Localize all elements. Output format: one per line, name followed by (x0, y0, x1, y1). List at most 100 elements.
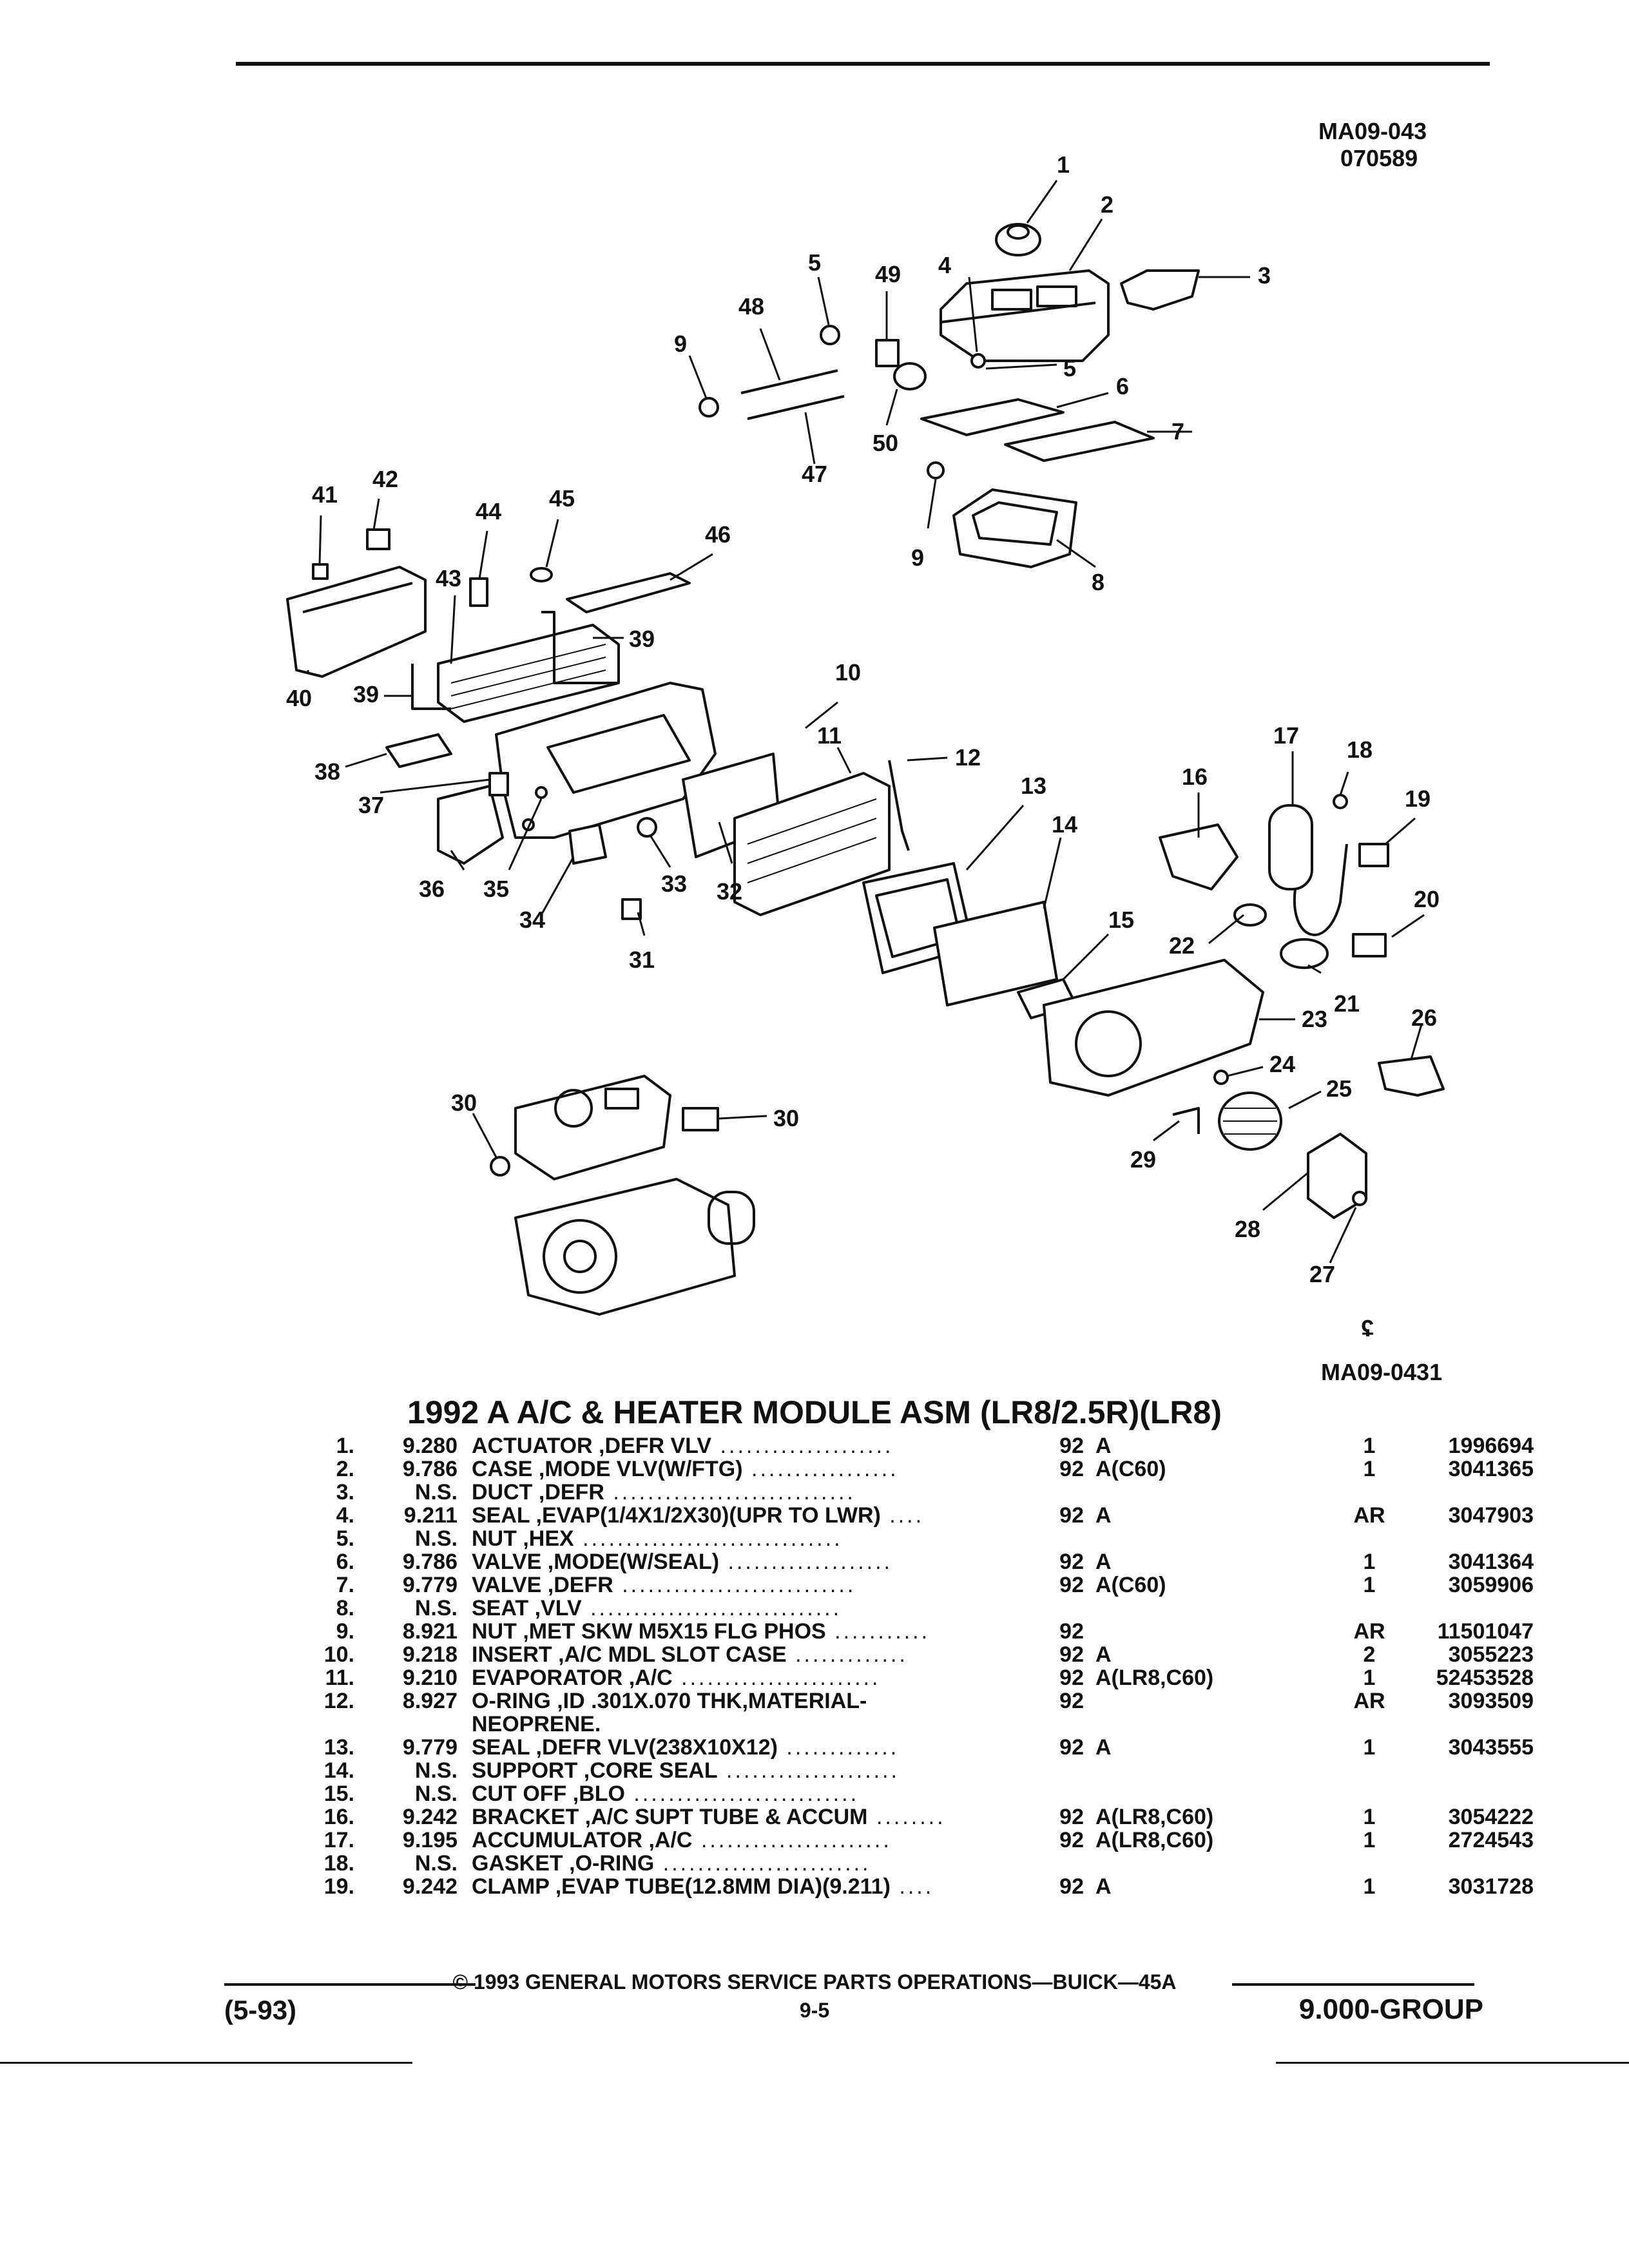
callout-27: 27 (1309, 1261, 1335, 1287)
row-description: ACTUATOR ,DEFR VLV .................... (472, 1434, 894, 1458)
parts-row: 15.N.S.CUT OFF ,BLO ....................… (245, 1782, 1534, 1805)
callout-25: 25 (1326, 1075, 1352, 1102)
row-number: 15. (323, 1782, 354, 1806)
callout-5b: 5 (1063, 355, 1076, 381)
row-description: SEAT ,VLV ............................. (472, 1596, 842, 1620)
row-model: A (1095, 1434, 1112, 1458)
parts-row: 8.N.S.SEAT ,VLV ........................… (245, 1597, 1534, 1620)
row-model: A (1095, 1642, 1112, 1667)
leader-dots: ............. (786, 1642, 908, 1667)
part-defroster-duct (1120, 269, 1200, 311)
part-heater-cover (286, 566, 427, 678)
callout-36: 36 (419, 876, 445, 902)
part-bracket (1159, 823, 1239, 890)
leader-dots: .............................. (574, 1526, 843, 1551)
row-quantity (1340, 1713, 1398, 1736)
row-model (1095, 1481, 1340, 1504)
row-number: 9. (336, 1619, 354, 1644)
callout-29: 29 (1130, 1146, 1156, 1173)
row-quantity: AR (1353, 1503, 1385, 1528)
illustration-date-code: 070589 (1340, 145, 1418, 171)
row-number: 7. (336, 1573, 354, 1597)
row-part-number (1398, 1481, 1534, 1504)
part-core-support (933, 901, 1058, 1006)
row-year: 92 (1059, 1573, 1084, 1597)
callout-22: 22 (1169, 932, 1195, 959)
row-model (1095, 1527, 1340, 1550)
parts-row: 14.N.S.SUPPORT ,CORE SEAL ..............… (245, 1759, 1534, 1782)
callout-3: 3 (1258, 262, 1271, 289)
callout-50: 50 (872, 430, 898, 456)
row-year (1039, 1782, 1095, 1805)
row-model (1095, 1689, 1340, 1713)
row-model: A(LR8,C60) (1095, 1828, 1214, 1852)
row-part-number: 3041364 (1448, 1550, 1534, 1574)
leader-dots: ...................... (692, 1828, 892, 1852)
row-number: 1. (336, 1434, 354, 1458)
callout-6: 6 (1116, 373, 1129, 399)
row-description: CASE ,MODE VLV(W/FTG) ................. (472, 1457, 899, 1481)
row-year: 92 (1059, 1619, 1084, 1644)
row-number: 16. (323, 1805, 354, 1829)
callout-30a: 30 (451, 1090, 477, 1116)
callout-20: 20 (1414, 886, 1440, 912)
row-part-number: 3031728 (1448, 1874, 1534, 1899)
footer-page-number: 9-5 (799, 1999, 830, 2022)
row-description: NUT ,MET SKW M5X15 FLG PHOS ........... (472, 1619, 930, 1644)
part-module-assembly (514, 1075, 671, 1180)
row-number: 10. (323, 1642, 354, 1667)
callout-26: 26 (1411, 1004, 1437, 1031)
row-year (1039, 1759, 1095, 1782)
row-quantity: AR (1353, 1689, 1385, 1713)
row-model: A (1095, 1735, 1112, 1760)
row-number: 19. (323, 1874, 354, 1899)
bottom-rule-left (0, 2062, 412, 2064)
callout-2: 2 (1101, 191, 1113, 218)
callout-44: 44 (476, 498, 501, 524)
callout-45: 45 (549, 485, 575, 512)
leader-dots: ............................. (581, 1596, 842, 1620)
row-group: 9.242 (402, 1805, 458, 1829)
callout-5a: 5 (808, 249, 821, 276)
callout-13: 13 (1021, 773, 1046, 799)
row-description: CLAMP ,EVAP TUBE(12.8MM DIA)(9.211) .... (472, 1874, 934, 1899)
callout-17: 17 (1273, 722, 1299, 749)
row-number: 6. (336, 1550, 354, 1574)
row-quantity: 1 (1363, 1828, 1376, 1852)
row-group: 9.786 (402, 1550, 458, 1574)
row-model: A(C60) (1095, 1457, 1166, 1481)
row-part-number (1398, 1759, 1534, 1782)
row-year: 92 (1059, 1735, 1084, 1760)
part-full-assembly (514, 1178, 755, 1316)
top-rule (236, 62, 1490, 66)
row-number: 18. (323, 1851, 354, 1876)
leader-dots: ........................ (654, 1851, 871, 1876)
footer-group: 9.000-GROUP (1298, 1994, 1483, 2025)
part-actuator (995, 223, 1041, 256)
row-description: VALVE ,MODE(W/SEAL) ................... (472, 1550, 892, 1574)
row-number: 4. (336, 1503, 354, 1528)
row-description: EVAPORATOR ,A/C ....................... (472, 1666, 881, 1690)
row-quantity (1340, 1782, 1398, 1805)
leader-dots: ............. (777, 1735, 900, 1760)
bottom-illustration-code: MA09-0431 (1321, 1359, 1443, 1385)
row-model (1095, 1713, 1340, 1736)
footer-rule-right (1232, 1983, 1474, 1986)
section-marker-icon: ʢ (1361, 1315, 1374, 1341)
row-part-number: 3093509 (1448, 1689, 1534, 1713)
row-number (245, 1713, 354, 1736)
row-description: INSERT ,A/C MDL SLOT CASE ............. (472, 1642, 908, 1667)
row-year: 92 (1059, 1689, 1084, 1713)
row-description: ACCUMULATOR ,A/C ...................... (472, 1828, 892, 1852)
row-description: SEAL ,EVAP(1/4X1/2X30)(UPR TO LWR) .... (472, 1503, 925, 1528)
row-part-number (1398, 1852, 1534, 1875)
